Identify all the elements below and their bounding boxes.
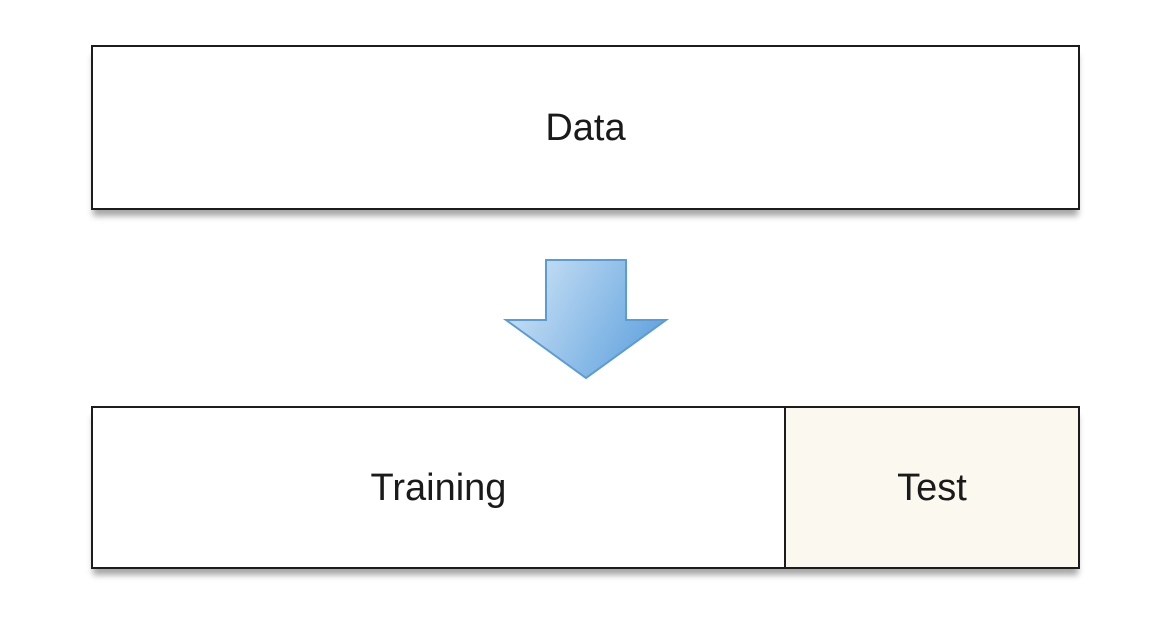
- data-box: Data: [91, 45, 1080, 210]
- test-label: Test: [897, 466, 967, 509]
- training-label: Training: [370, 466, 507, 509]
- down-arrow-icon: [502, 259, 670, 380]
- split-bar: Training Test: [91, 406, 1080, 569]
- test-segment: Test: [784, 408, 1078, 567]
- training-segment: Training: [93, 408, 784, 567]
- data-label: Data: [545, 106, 626, 149]
